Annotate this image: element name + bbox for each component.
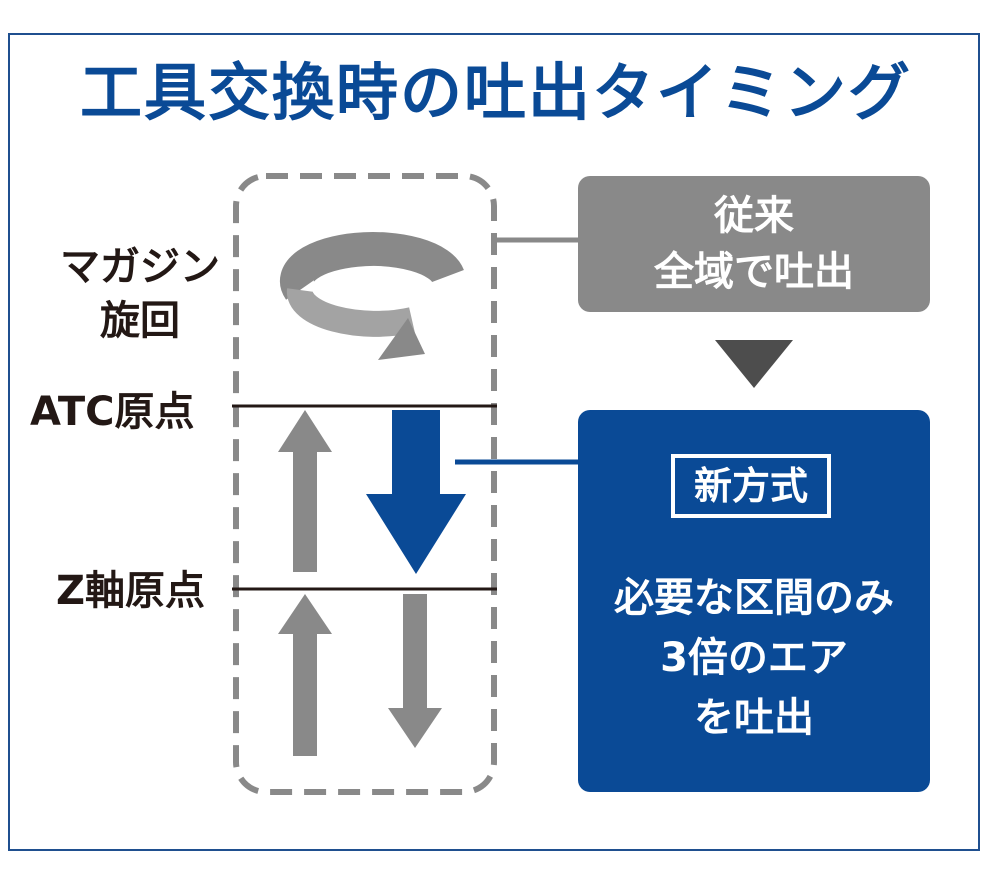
new-method-badge: 新方式 bbox=[671, 454, 831, 518]
new-method-line3: を吐出 bbox=[694, 695, 814, 741]
dashed-enclosure bbox=[233, 173, 497, 795]
new-method-line2: 3倍のエア bbox=[660, 635, 848, 681]
conventional-box: 従来 全域で吐出 bbox=[578, 176, 930, 312]
page-title: 工具交換時の吐出タイミング bbox=[79, 56, 912, 129]
up-arrow-icon-upper bbox=[278, 410, 332, 572]
down-arrow-icon-blue bbox=[366, 410, 466, 574]
new-method-description: 必要な区間のみ 3倍のエア を吐出 bbox=[578, 568, 930, 748]
conventional-line2: 全域で吐出 bbox=[654, 249, 854, 295]
transition-triangle-icon bbox=[715, 340, 793, 388]
atc-origin-label: ATC原点 bbox=[30, 389, 195, 435]
magazine-label-line2: 旋回 bbox=[100, 298, 180, 344]
conventional-line1: 従来 bbox=[714, 193, 794, 239]
z-axis-origin-label: Z軸原点 bbox=[56, 568, 206, 614]
rotation-arrow-icon bbox=[280, 232, 464, 360]
up-arrow-icon-lower bbox=[278, 594, 332, 756]
down-arrow-icon-gray bbox=[388, 594, 442, 748]
magazine-rotation-label: マガジン 旋回 bbox=[50, 240, 230, 348]
new-method-box: 新方式 必要な区間のみ 3倍のエア を吐出 bbox=[578, 410, 930, 792]
magazine-label-line1: マガジン bbox=[60, 244, 220, 290]
new-method-line1: 必要な区間のみ bbox=[614, 575, 894, 621]
